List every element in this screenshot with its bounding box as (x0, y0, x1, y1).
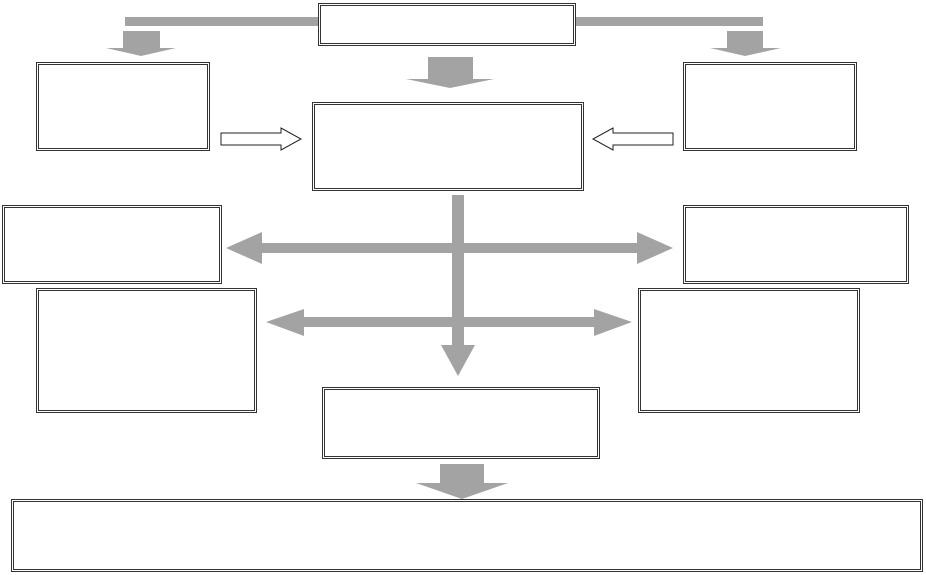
vertical-trunk (452, 195, 464, 350)
trunk-down-arrowhead (441, 345, 475, 376)
bottom-down-arrow (416, 464, 508, 499)
top-right-bar (576, 17, 763, 26)
bottom-box (11, 499, 923, 572)
lower-right-arrowhead (594, 309, 632, 336)
upper-right-arrowhead (637, 232, 673, 264)
lower-center-box (322, 387, 600, 459)
lower-left-arrowhead (266, 309, 304, 336)
top-left-bar (125, 17, 320, 26)
upper-right-box (683, 62, 857, 151)
lower-left-box (36, 288, 257, 413)
center-box (312, 102, 584, 191)
upper-left-arrowhead (226, 232, 262, 264)
outline-right-arrow (220, 127, 303, 151)
outline-left-arrow (591, 127, 674, 151)
lower-right-box (638, 288, 860, 413)
mid-left-box (2, 205, 222, 284)
center-down-arrow (406, 57, 494, 88)
lower-double-arrow-shaft (298, 317, 598, 327)
top-box (318, 3, 576, 46)
upper-double-arrow-shaft (258, 243, 642, 253)
mid-right-box (683, 205, 909, 284)
right-down-arrow (710, 31, 781, 56)
left-down-arrow (106, 31, 176, 56)
upper-left-box (36, 62, 210, 151)
